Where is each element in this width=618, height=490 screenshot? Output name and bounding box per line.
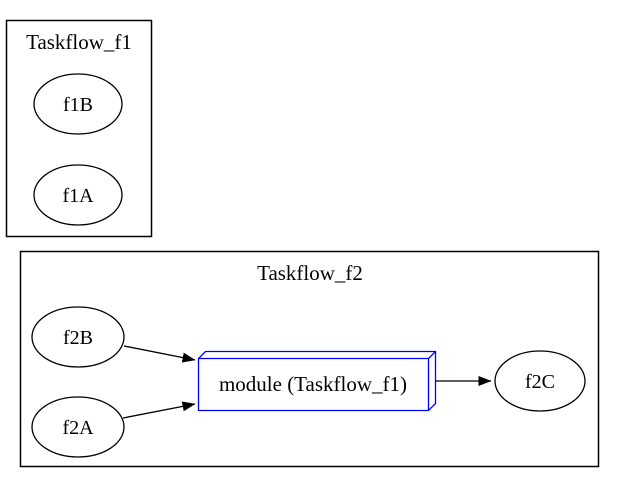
module-node: module (Taskflow_f1) bbox=[197, 350, 437, 412]
module-box3d-inner-edges bbox=[198, 351, 436, 411]
node-f2c: f2C bbox=[494, 350, 586, 412]
node-f2a: f2A bbox=[31, 396, 125, 458]
node-f2c-label: f2C bbox=[525, 371, 555, 393]
module-node-label: module (Taskflow_f1) bbox=[219, 372, 407, 396]
cluster-taskflow-f2-border bbox=[19, 250, 600, 468]
cluster-taskflow-f1-title: Taskflow_f1 bbox=[26, 30, 132, 54]
cluster-taskflow-f1: Taskflow_f1 f1B f1A bbox=[5, 19, 153, 238]
node-f2b: f2B bbox=[31, 306, 125, 368]
node-f1a-ellipse bbox=[33, 164, 123, 226]
node-f1a-label: f1A bbox=[62, 185, 94, 207]
cluster-taskflow-f2-title: Taskflow_f2 bbox=[257, 261, 363, 285]
edge-f2b-to-module bbox=[123, 345, 196, 363]
node-f2b-ellipse bbox=[31, 306, 125, 368]
node-f2a-label: f2A bbox=[62, 417, 94, 439]
node-f2b-label: f2B bbox=[63, 327, 93, 349]
cluster-taskflow-f1-border bbox=[5, 19, 153, 238]
node-f1b: f1B bbox=[33, 73, 123, 135]
node-f1b-label: f1B bbox=[63, 94, 93, 116]
node-f2a-ellipse bbox=[31, 396, 125, 458]
node-f1a: f1A bbox=[33, 164, 123, 226]
edge-f2a-to-module bbox=[122, 401, 196, 419]
node-f2c-ellipse bbox=[494, 350, 586, 412]
cluster-taskflow-f2: Taskflow_f2 f2B f2A module (Taskflow_f1) bbox=[19, 250, 600, 468]
node-f1b-ellipse bbox=[33, 73, 123, 135]
